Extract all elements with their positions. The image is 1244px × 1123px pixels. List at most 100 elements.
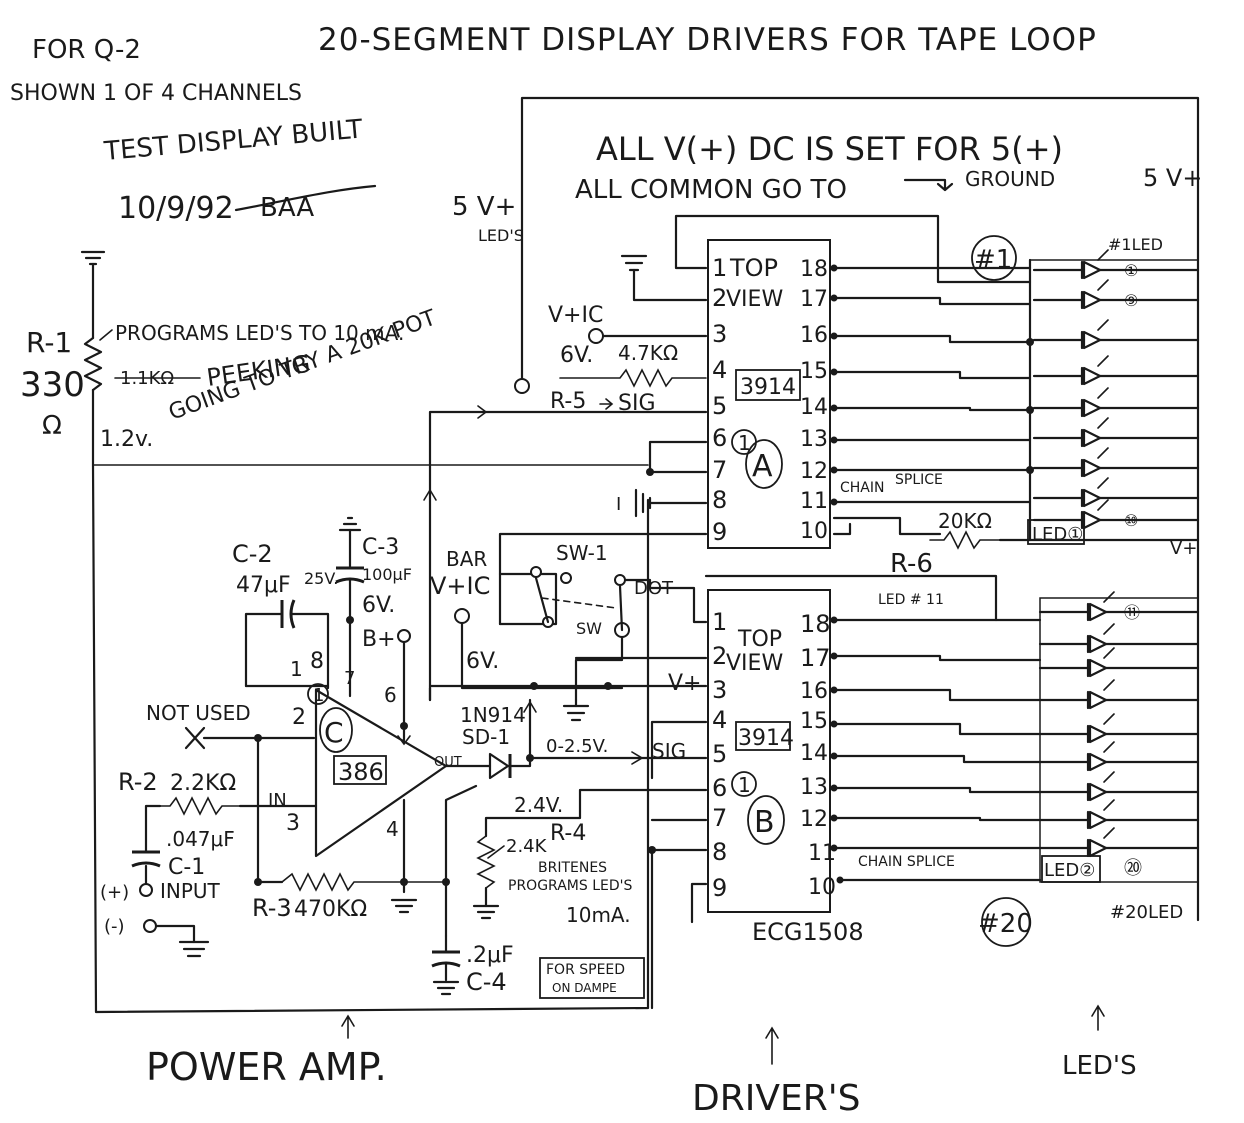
chip-b-part: 3914	[738, 726, 794, 751]
svg-text:1: 1	[712, 254, 727, 282]
label-chip-a-chain: CHAIN	[840, 480, 884, 496]
svg-text:15: 15	[800, 359, 828, 384]
label-led-a-9: ⑨	[1124, 291, 1138, 310]
wire-input-minus	[154, 924, 196, 944]
resistor-chip-a-4k7[interactable]	[559, 368, 707, 388]
note-test-display: TEST DISPLAY BUILT	[102, 114, 364, 167]
arrow-leds	[1091, 1004, 1105, 1031]
svg-text:4: 4	[712, 706, 727, 734]
label-r1-unit: Ω	[42, 411, 62, 441]
svg-text:5: 5	[712, 740, 727, 768]
label-led-b-11: ⑪	[1124, 603, 1140, 622]
led	[1038, 591, 1200, 622]
wire-sw-dot	[624, 578, 708, 624]
led	[1032, 355, 1200, 386]
sw-lever-1[interactable]	[534, 576, 550, 624]
strike-through	[234, 184, 377, 212]
sw-link-dashed	[541, 597, 617, 609]
resistor-r6[interactable]	[929, 530, 1001, 550]
amp-triangle[interactable]	[314, 688, 448, 858]
svg-text:18: 18	[800, 610, 831, 638]
wire-chip-a-pin2-ground	[632, 268, 708, 302]
led	[1038, 713, 1200, 744]
badge-20-circle	[981, 897, 1031, 947]
diode-sd1[interactable]	[488, 752, 510, 780]
label-chip-a-splice: SPLICE	[895, 472, 943, 488]
wire-sw-vic	[460, 621, 624, 690]
label-r1: R-1	[26, 326, 72, 359]
label-led11: LED # 11	[878, 592, 944, 608]
led-bank-b	[1038, 591, 1200, 858]
sw-lever-2[interactable]	[618, 584, 624, 632]
cap-c2-plate2[interactable]	[289, 599, 296, 629]
wire-chip-b-pin6	[484, 788, 708, 838]
cap-c1-plate2[interactable]	[131, 861, 161, 868]
amp-letter: C	[324, 716, 344, 749]
wire-chip-b-pin8	[650, 848, 708, 1010]
label-not-used: NOT USED	[146, 701, 251, 725]
amp-out: OUT	[434, 755, 462, 770]
wire-pin6-arrow	[397, 735, 411, 746]
note-damp: ON DAMPE	[552, 981, 617, 995]
badge-20: #20	[978, 909, 1033, 939]
label-chip-b-sig: SIG	[652, 739, 686, 763]
sw-pole-b[interactable]	[560, 572, 572, 584]
amp-pin-6: 6	[384, 683, 397, 707]
note-for-q2: FOR Q-2	[32, 35, 141, 65]
svg-text:16: 16	[800, 679, 828, 704]
ground-symbol-pin4	[390, 898, 418, 914]
svg-text:12: 12	[800, 459, 828, 484]
arrow-drivers	[765, 1026, 779, 1065]
terminal-chip-a-vic[interactable]	[588, 328, 604, 344]
svg-text:6: 6	[712, 424, 727, 452]
led	[1032, 499, 1200, 530]
label-r4-value: 2.4K	[506, 836, 548, 857]
chip-b-unit: 1	[738, 773, 751, 797]
label-c3-value: 100μF	[362, 565, 412, 584]
terminal-input-plus[interactable]	[139, 883, 153, 897]
arrow-to-ground	[903, 178, 954, 192]
sw-pole-a[interactable]	[530, 566, 542, 578]
resistor-r4[interactable]	[476, 835, 496, 889]
label-1led: #1LED	[1108, 235, 1163, 254]
label-r1-voltage: 1.2v.	[100, 427, 153, 452]
svg-text:7: 7	[712, 456, 727, 484]
label-r3: R-3	[252, 894, 292, 922]
label-sig-range: 0-2.5V.	[546, 736, 608, 757]
led	[1032, 447, 1200, 478]
ground-symbol-input	[178, 940, 210, 958]
label-sw1: SW-1	[556, 541, 608, 565]
footer-drivers: DRIVER'S	[692, 1078, 861, 1119]
chip-b-unit-circle	[731, 771, 757, 797]
chip-b-part-no: ECG1508	[752, 918, 864, 946]
terminal-sw-vic[interactable]	[454, 608, 470, 624]
resistor-r3[interactable]	[281, 872, 447, 892]
led-bank-a-junctions	[830, 264, 1034, 506]
wire-c1-up	[144, 804, 162, 854]
led	[1032, 319, 1200, 350]
label-r5: R-5	[550, 389, 586, 414]
chip-b-top: TOP	[737, 627, 782, 652]
terminal-5v-led[interactable]	[514, 378, 530, 394]
note-speed-box	[539, 957, 645, 999]
note-all-v-set: ALL V(+) DC IS SET FOR 5(+)	[596, 130, 1063, 168]
wire-chip-a-pin1	[674, 214, 1032, 284]
resistor-r1[interactable]	[83, 336, 103, 392]
label-chip-a-vic: V+IC	[548, 303, 603, 328]
chip-a-body[interactable]	[707, 239, 831, 549]
footer-leds: LED'S	[1062, 1051, 1137, 1081]
label-r2: R-2	[118, 768, 158, 796]
label-20led: #20LED	[1110, 902, 1183, 923]
sw-pole-d[interactable]	[614, 574, 626, 586]
terminal-bplus[interactable]	[397, 629, 411, 643]
amp-pin-2: 2	[292, 705, 306, 730]
label-chip-b-chain: CHAIN SPLICE	[858, 854, 955, 870]
chip-b-body[interactable]	[707, 589, 831, 913]
svg-text:16: 16	[800, 323, 828, 348]
chip-b-output-wires	[832, 618, 1042, 882]
ground-symbol-chip-a-pin8: I	[616, 488, 652, 518]
wire-chip-a-pin5	[428, 410, 708, 702]
wire-r1-bottom	[91, 388, 650, 1014]
resistor-r2[interactable]	[159, 796, 241, 816]
terminal-input-minus[interactable]	[143, 919, 157, 933]
